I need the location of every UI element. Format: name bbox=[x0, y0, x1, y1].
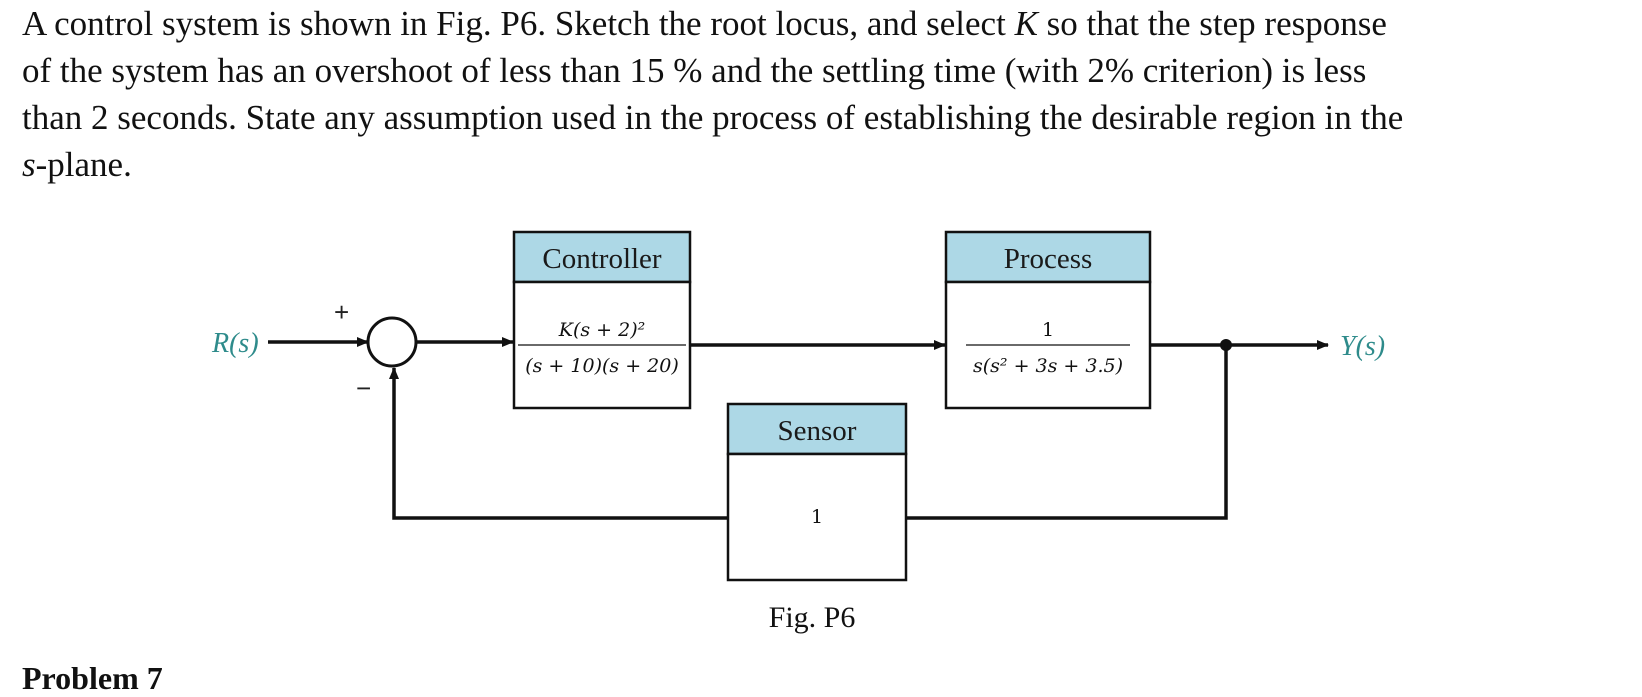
sensor-header bbox=[726, 402, 908, 456]
minus-sign: − bbox=[356, 373, 371, 403]
process-denominator: s(s² + 3s + 3.5) bbox=[973, 355, 1123, 377]
process-header bbox=[944, 230, 1152, 284]
summing-junction bbox=[366, 316, 418, 368]
figure-caption: Fig. P6 bbox=[769, 601, 856, 634]
feedback-line-right bbox=[906, 345, 1228, 520]
sensor-body bbox=[726, 452, 908, 582]
plus-sign: + bbox=[334, 297, 349, 327]
sensor-title: Sensor bbox=[778, 415, 857, 447]
input-signal-label: R(s) bbox=[211, 328, 259, 359]
controller-block: Controller K(s + 2)² (s + 10)(s + 20) bbox=[512, 230, 692, 410]
output-signal-label: Y(s) bbox=[1340, 331, 1385, 362]
controller-numerator: K(s + 2)² bbox=[558, 319, 645, 341]
controller-denominator: (s + 10)(s + 20) bbox=[525, 355, 679, 377]
problem-statement: A control system is shown in Fig. P6. Sk… bbox=[22, 0, 1622, 188]
problem-line-3: than 2 seconds. State any assumption use… bbox=[22, 98, 1404, 137]
problem-line-1: A control system is shown in Fig. P6. Sk… bbox=[22, 4, 1387, 43]
problem-line-2: of the system has an overshoot of less t… bbox=[22, 51, 1367, 90]
problem-line-4: s-plane. bbox=[22, 145, 132, 184]
block-diagram: R(s) + − Controller K(s + 2)² (s + 10)(s… bbox=[211, 230, 1385, 634]
process-title: Process bbox=[1004, 243, 1093, 275]
sensor-value: 1 bbox=[811, 506, 823, 528]
process-block: Process 1 s(s² + 3s + 3.5) bbox=[944, 230, 1152, 410]
controller-title: Controller bbox=[542, 243, 662, 275]
process-numerator: 1 bbox=[1042, 319, 1054, 341]
next-problem-heading: Problem 7 bbox=[22, 660, 163, 696]
feedback-line-left bbox=[389, 367, 728, 520]
sensor-block: Sensor 1 bbox=[726, 402, 908, 582]
